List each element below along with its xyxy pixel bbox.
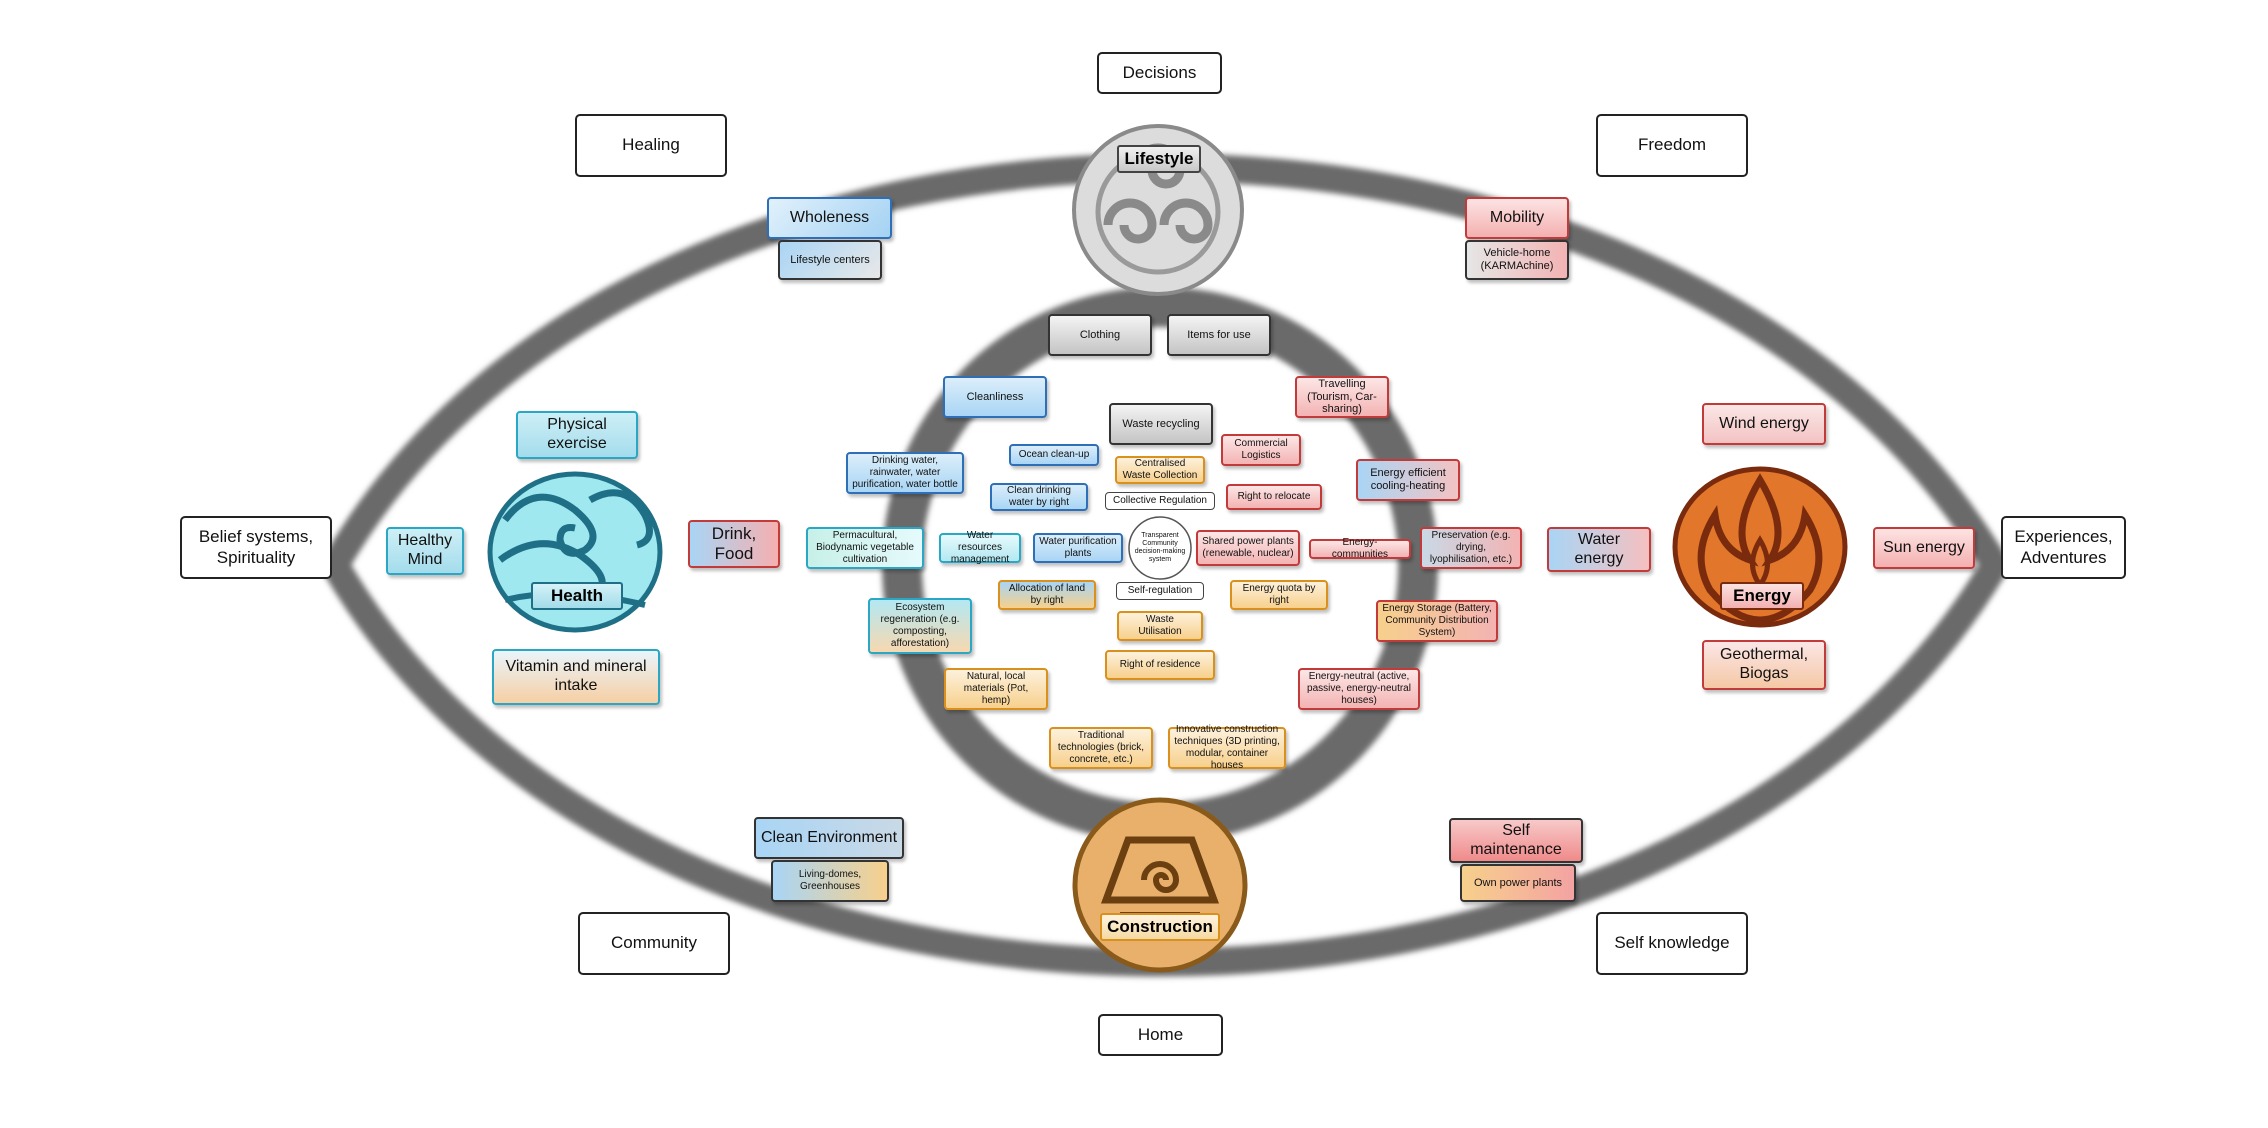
wind-energy-box: Wind energy xyxy=(1702,403,1826,445)
energy-storage-box: Energy Storage (Battery, Community Distr… xyxy=(1376,600,1498,642)
vehicle-home-box: Vehicle-home (KARMAchine) xyxy=(1465,240,1569,280)
energy-efficient-box: Energy efficient cooling-heating xyxy=(1356,459,1460,501)
construction-emblem xyxy=(1072,797,1248,973)
energy-communities-box: Energy-communities xyxy=(1309,537,1411,560)
waste-utilisation-box: Waste Utilisation xyxy=(1117,611,1203,641)
living-domes-box: Living-domes, Greenhouses xyxy=(771,860,889,902)
center-decision-system: Transparent Community decision-making sy… xyxy=(1134,531,1186,564)
outer-label-home: Home xyxy=(1098,1014,1223,1056)
lifestyle-centers-box: Lifestyle centers xyxy=(778,240,882,280)
outer-label-freedom: Freedom xyxy=(1596,114,1748,177)
right-of-residence-box: Right of residence xyxy=(1105,650,1215,680)
energy-quota-box: Energy quota by right xyxy=(1230,580,1328,610)
traditional-technologies-box: Traditional technologies (brick, concret… xyxy=(1049,727,1153,769)
geothermal-box: Geothermal, Biogas xyxy=(1702,640,1826,690)
water-energy-box: Water energy xyxy=(1547,527,1651,572)
element-label-energy: Energy xyxy=(1720,582,1804,610)
right-to-relocate-box: Right to relocate xyxy=(1226,484,1322,510)
allocation-of-land-box: Allocation of land by right xyxy=(998,580,1096,610)
clothing-box: Clothing xyxy=(1048,314,1152,356)
outer-label-self-knowledge: Self knowledge xyxy=(1596,912,1748,975)
center-circle xyxy=(1128,516,1192,580)
clean-environment-box: Clean Environment xyxy=(754,817,904,859)
energy-neutral-box: Energy-neutral (active, passive, energy-… xyxy=(1298,668,1420,710)
preservation-box: Preservation (e.g. drying, lyophilisatio… xyxy=(1420,527,1522,569)
mobility-box: Mobility xyxy=(1465,197,1569,239)
vitamin-intake-box: Vitamin and mineral intake xyxy=(492,649,660,705)
outer-label-healing: Healing xyxy=(575,114,727,177)
outer-label-community: Community xyxy=(578,912,730,975)
element-label-health: Health xyxy=(531,582,623,610)
outer-label-experiences: Experiences, Adventures xyxy=(2001,516,2126,579)
cleanliness-box: Cleanliness xyxy=(943,376,1047,418)
collective-regulation-box: Collective Regulation xyxy=(1105,492,1215,510)
element-label-lifestyle: Lifestyle xyxy=(1117,145,1201,173)
waste-recycling-box: Waste recycling xyxy=(1109,403,1213,445)
self-maintenance-box: Self maintenance xyxy=(1449,818,1583,863)
clean-drinking-water-box: Clean drinking water by right xyxy=(990,483,1088,511)
sun-energy-box: Sun energy xyxy=(1873,527,1975,569)
drink-food-box: Drink, Food xyxy=(688,520,780,568)
water-resources-box: Water resources management xyxy=(939,530,1021,565)
drinking-water-box: Drinking water, rainwater, water purific… xyxy=(846,452,964,494)
innovative-construction-box: Innovative construction techniques (3D p… xyxy=(1168,724,1286,771)
self-regulation-box: Self-regulation xyxy=(1116,582,1204,600)
element-label-construction: Construction xyxy=(1100,913,1220,941)
items-for-use-box: Items for use xyxy=(1167,314,1271,356)
shared-power-plants-box: Shared power plants (renewable, nuclear) xyxy=(1196,530,1300,566)
centralised-waste-box: Centralised Waste Collection xyxy=(1115,456,1205,484)
outer-label-belief-systems: Belief systems, Spirituality xyxy=(180,516,332,579)
permacultural-box: Permacultural, Biodynamic vegetable cult… xyxy=(806,527,924,569)
outer-label-decisions: Decisions xyxy=(1097,52,1222,94)
commercial-logistics-box: Commercial Logistics xyxy=(1221,434,1301,466)
travelling-box: Travelling (Tourism, Car-sharing) xyxy=(1295,376,1389,418)
ecosystem-regeneration-box: Ecosystem regeneration (e.g. composting,… xyxy=(868,598,972,654)
natural-materials-box: Natural, local materials (Pot, hemp) xyxy=(944,668,1048,710)
physical-exercise-box: Physical exercise xyxy=(516,411,638,459)
own-power-plants-box: Own power plants xyxy=(1460,864,1576,902)
water-purification-plants-box: Water purification plants xyxy=(1033,533,1123,563)
healthy-mind-box: Healthy Mind xyxy=(386,527,464,575)
wholeness-box: Wholeness xyxy=(767,197,892,239)
ocean-cleanup-box: Ocean clean-up xyxy=(1009,444,1099,466)
